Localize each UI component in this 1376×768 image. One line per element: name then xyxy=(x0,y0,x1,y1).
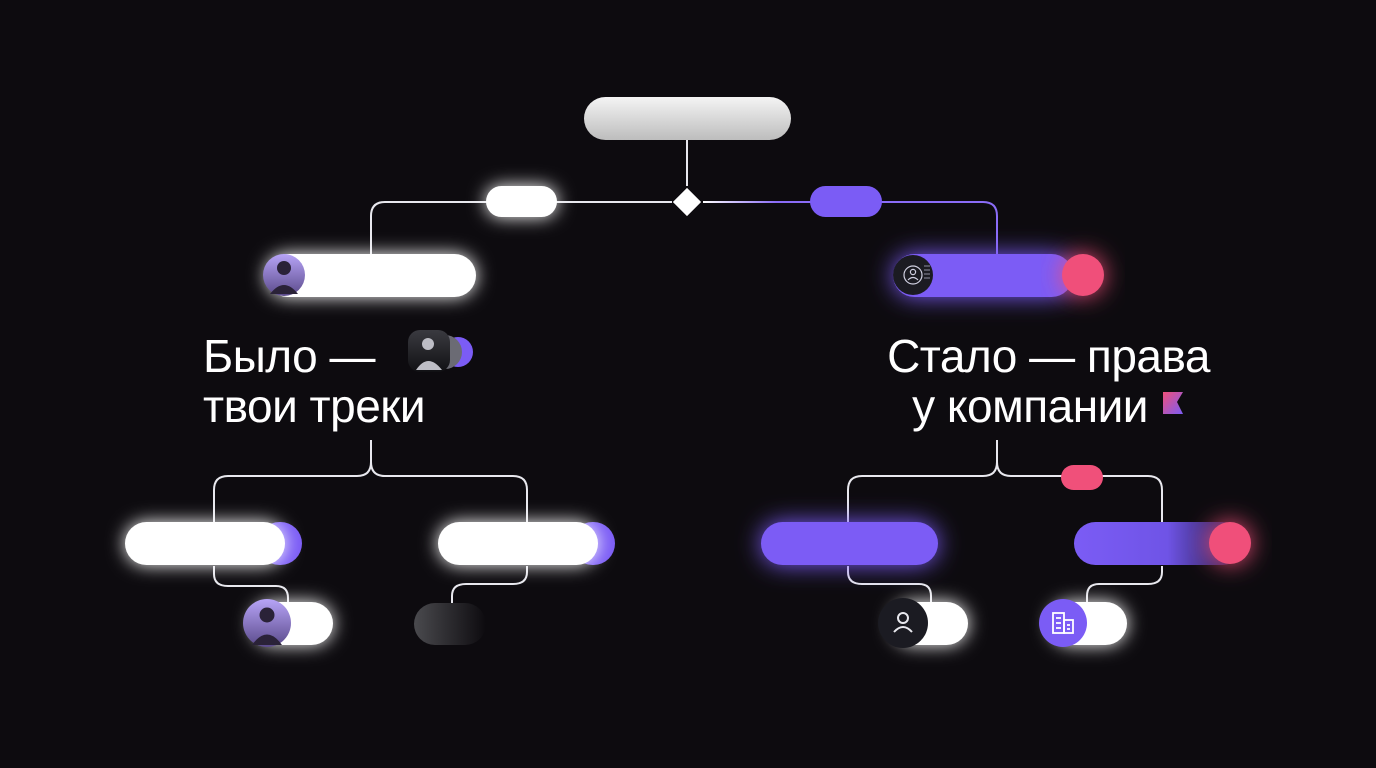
connector-right-leaf2-to-company xyxy=(1086,566,1163,604)
before-gray-node xyxy=(414,603,486,645)
after-company-node xyxy=(1039,599,1127,647)
after-owner-node xyxy=(878,598,968,648)
before-leaf-1-pill xyxy=(125,522,285,565)
document-icon xyxy=(893,255,933,295)
flag-icon xyxy=(1163,392,1183,414)
before-leaf-1 xyxy=(125,522,302,565)
headline-after-line1: Стало — права xyxy=(887,330,1210,382)
diamond-icon xyxy=(672,187,702,217)
before-owner-node xyxy=(243,599,333,647)
connector-left-leaf2-to-gray xyxy=(451,566,528,604)
connector-left-branch xyxy=(370,201,672,254)
after-main-status-dot xyxy=(1062,254,1104,296)
person-photo-icon xyxy=(243,599,291,647)
avatar-stack-icon xyxy=(408,330,473,372)
after-leaf-2-pill xyxy=(1074,522,1244,565)
after-main-pill xyxy=(893,254,1073,297)
connector-right-branch xyxy=(703,201,998,254)
connector-left-leaf1-to-avatar xyxy=(213,566,289,604)
headline-before-line2: твои треки xyxy=(203,380,426,432)
after-leaf-2 xyxy=(1074,522,1251,565)
building-icon xyxy=(1052,612,1074,634)
after-main-node xyxy=(893,254,1104,297)
after-branch-pill xyxy=(810,186,882,217)
headline-before: Было — твои треки xyxy=(203,330,426,432)
headline-before-line1: Было — xyxy=(203,330,375,382)
connector-right-leaf1-to-person xyxy=(847,566,932,604)
person-icon xyxy=(893,612,913,633)
headline-after: Стало — права у компании xyxy=(862,331,1210,431)
person-photo-icon xyxy=(263,254,305,296)
connector-right-split xyxy=(847,440,1163,522)
before-main-pill xyxy=(266,254,476,297)
connector-lines xyxy=(213,140,1163,604)
before-leaf-2 xyxy=(438,522,615,565)
before-branch-pill xyxy=(486,186,557,217)
before-main-node xyxy=(263,254,476,297)
before-leaf-2-pill xyxy=(438,522,598,565)
connector-left-split xyxy=(213,440,528,522)
after-leaf-1-pill xyxy=(761,522,938,565)
headline-after-line2: у компании xyxy=(912,380,1148,432)
root-node xyxy=(584,97,791,140)
after-leaf-2-status-dot xyxy=(1209,522,1251,564)
after-split-pill xyxy=(1061,465,1103,490)
